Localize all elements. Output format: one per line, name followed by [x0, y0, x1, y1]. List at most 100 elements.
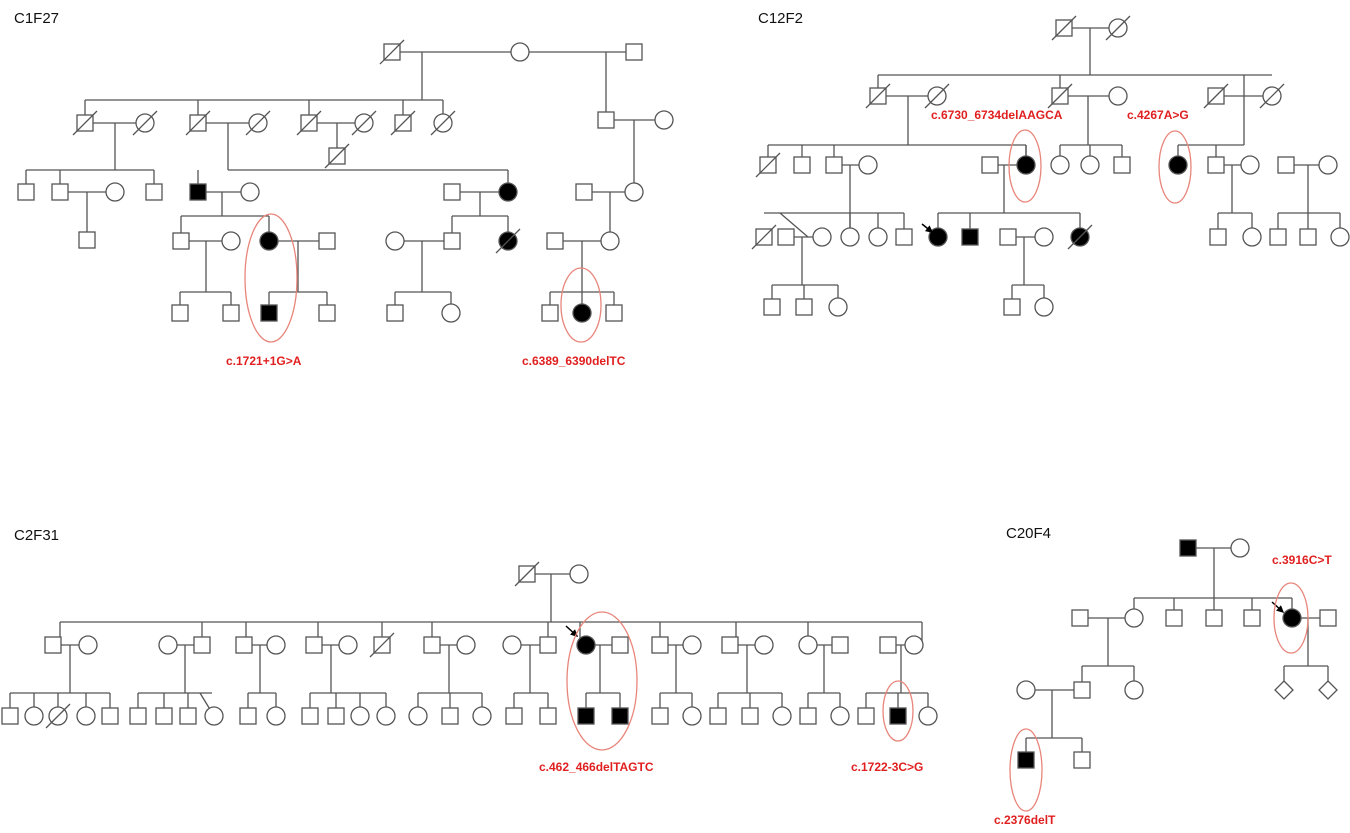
female [868, 227, 888, 247]
male [505, 707, 523, 725]
female [510, 42, 530, 62]
male [721, 636, 739, 654]
female [1034, 297, 1054, 317]
female [266, 635, 286, 655]
female [1318, 155, 1338, 175]
male [831, 636, 849, 654]
deceased-mark [369, 632, 395, 658]
deceased-mark [1203, 83, 1229, 109]
highlight-oval [566, 611, 638, 751]
deceased-mark [390, 110, 416, 136]
female [600, 231, 620, 251]
male [17, 183, 35, 201]
female [385, 231, 405, 251]
female [624, 182, 644, 202]
female [76, 706, 96, 726]
unknown-sex [1274, 680, 1294, 700]
male [1071, 609, 1089, 627]
male [51, 183, 69, 201]
female [1050, 155, 1070, 175]
male [741, 707, 759, 725]
male [1165, 609, 1183, 627]
male [763, 298, 781, 316]
male [1205, 609, 1223, 627]
carrier-highlight-ovals [244, 129, 1309, 812]
female [904, 635, 924, 655]
male [222, 304, 240, 322]
male [172, 232, 190, 250]
male [999, 228, 1017, 246]
female [24, 706, 44, 726]
female [472, 706, 492, 726]
male [101, 707, 119, 725]
male [193, 636, 211, 654]
female [221, 231, 241, 251]
female [569, 564, 589, 584]
female [798, 635, 818, 655]
female [408, 706, 428, 726]
deceased-mark [430, 110, 456, 136]
male [546, 232, 564, 250]
male [857, 707, 875, 725]
male [597, 111, 615, 129]
highlight-oval [1008, 129, 1042, 203]
male [179, 707, 197, 725]
female [830, 706, 850, 726]
male [171, 304, 189, 322]
female [1330, 227, 1350, 247]
affected-male [260, 304, 278, 322]
male [793, 156, 811, 174]
highlight-oval [1158, 130, 1192, 204]
male [539, 636, 557, 654]
mutation-label: c.1722-3C>G [851, 760, 924, 774]
female [682, 635, 702, 655]
female [338, 635, 358, 655]
proband-arrow-head [924, 225, 934, 233]
male [1319, 609, 1337, 627]
male [879, 636, 897, 654]
male [709, 707, 727, 725]
deceased-mark [245, 110, 271, 136]
female [78, 635, 98, 655]
female [1124, 608, 1144, 628]
female [1230, 538, 1250, 558]
mutation-label: c.4267A>G [1127, 108, 1189, 122]
male [651, 707, 669, 725]
affected-male [961, 228, 979, 246]
mutation-label: c.1721+1G>A [226, 354, 302, 368]
female [858, 155, 878, 175]
deceased-mark [751, 224, 777, 250]
deceased-mark [865, 83, 891, 109]
line [779, 212, 809, 238]
male [1299, 228, 1317, 246]
male [235, 636, 253, 654]
female [376, 706, 396, 726]
male [318, 304, 336, 322]
unknown-sex [1318, 680, 1338, 700]
highlight-oval [1009, 728, 1043, 812]
proband-arrow-head [1276, 605, 1285, 614]
deceased-mark [72, 110, 98, 136]
affected-female [1282, 608, 1302, 628]
family-label-c12f2: C12F2 [758, 10, 804, 27]
male [386, 304, 404, 322]
mutation-label: c.2376delT [994, 813, 1056, 827]
deceased-mark [1051, 15, 1077, 41]
deceased-mark [755, 152, 781, 178]
male [145, 183, 163, 201]
male [625, 43, 643, 61]
affected-female [259, 231, 279, 251]
female [1242, 227, 1262, 247]
female [1016, 680, 1036, 700]
deceased-mark [495, 228, 521, 254]
affected-male [611, 707, 629, 725]
female [1108, 86, 1128, 106]
deceased-mark [351, 110, 377, 136]
male [239, 707, 257, 725]
female [266, 706, 286, 726]
male [1073, 751, 1091, 769]
affected-female [1168, 155, 1188, 175]
male [443, 183, 461, 201]
female [456, 635, 476, 655]
